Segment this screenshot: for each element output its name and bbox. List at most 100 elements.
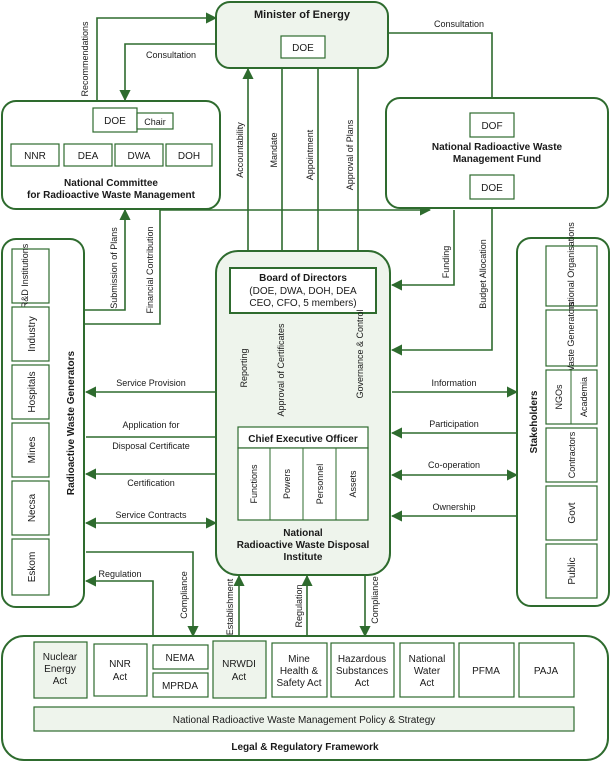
financial-contribution-arrow (84, 204, 432, 325)
svg-text:Act: Act (53, 676, 68, 687)
stakeholder-ngos-academia: NGOs Academia (545, 369, 598, 425)
svg-text:R&D Institutions: R&D Institutions (20, 243, 30, 308)
svg-text:Act: Act (355, 678, 370, 689)
label-appointment: Appointment (305, 129, 315, 180)
generator-rd-institutions: R&D Institutions (11, 243, 50, 308)
act-nrwdi: NRWDI Act (212, 640, 267, 699)
label-compliance-mid: Compliance (370, 576, 380, 624)
svg-text:International Organisations: International Organisations (566, 222, 576, 330)
label-consultation-right: Consultation (434, 19, 484, 29)
svg-text:Water: Water (414, 666, 441, 677)
svg-text:Eskom: Eskom (27, 552, 38, 583)
svg-text:Substances: Substances (336, 666, 388, 677)
label-governance-control: Governance & Control (355, 309, 365, 398)
svg-text:NRWDI: NRWDI (222, 659, 256, 670)
connectors (84, 12, 545, 641)
svg-text:Academia: Academia (579, 377, 589, 417)
svg-text:Mine: Mine (288, 654, 310, 665)
label-disposal-certificate: Disposal Certificate (112, 441, 190, 451)
act-pfma: PFMA (458, 642, 515, 698)
act-nnr: NNR Act (93, 643, 148, 697)
label-mandate: Mandate (269, 132, 279, 167)
svg-text:Industry: Industry (27, 316, 38, 352)
stakeholder-contractors: Contractors (545, 427, 598, 483)
act-mprda: MPRDA (152, 672, 209, 698)
regulation-left-arrow (84, 575, 154, 636)
label-consultation-left: Consultation (146, 50, 196, 60)
compliance-left-arrow (86, 551, 199, 638)
connector-labels: Recommendations Consultation Consultatio… (80, 19, 488, 635)
radioactive-waste-fund: DOF National Radioactive Waste Managemen… (385, 97, 609, 209)
label-approval-plans: Approval of Plans (345, 119, 355, 190)
fund-title-line1: National Radioactive Waste (432, 142, 563, 153)
board-of-directors: Board of Directors (DOE, DWA, DOH, DEA C… (229, 267, 377, 314)
board-line2: (DOE, DWA, DOH, DEA (249, 286, 357, 297)
svg-text:Health &: Health & (280, 666, 319, 677)
consultation-right-arrow (388, 32, 498, 109)
committee-title-line1: National Committee (64, 178, 158, 189)
svg-text:MPRDA: MPRDA (162, 681, 198, 692)
stakeholder-public: Public (545, 543, 598, 599)
committee-member-doh: DOH (178, 151, 200, 162)
label-budget-allocation: Budget Allocation (478, 239, 488, 309)
svg-text:Act: Act (420, 678, 435, 689)
label-service-contracts: Service Contracts (115, 510, 187, 520)
svg-text:Mines: Mines (27, 437, 38, 464)
svg-text:Act: Act (232, 672, 247, 683)
label-establishment: Establishment (225, 578, 235, 635)
generator-mines: Mines (11, 422, 50, 478)
ceo-powers: Powers (282, 468, 292, 499)
minister-dept: DOE (292, 43, 314, 54)
svg-text:Govt: Govt (567, 502, 578, 523)
act-hazardous-substances: Hazardous Substances Act (330, 642, 395, 698)
svg-text:Contractors: Contractors (567, 431, 577, 478)
fund-doe: DOE (481, 183, 503, 194)
act-national-water: National Water Act (399, 642, 455, 698)
label-certification: Certification (127, 478, 175, 488)
ceo-title: Chief Executive Officer (248, 434, 358, 445)
act-mine-health-safety: Mine Health & Safety Act (271, 642, 328, 698)
label-regulation-mid: Regulation (294, 584, 304, 627)
svg-text:Energy: Energy (44, 664, 76, 675)
svg-text:PAJA: PAJA (534, 666, 559, 677)
institute-line2: Radioactive Waste Disposal (237, 540, 370, 551)
ceo-functions: Functions (249, 464, 259, 504)
generator-necsa: Necsa (11, 480, 50, 536)
budget-allocation-arrow (390, 200, 493, 356)
consultation-left-arrow (119, 43, 216, 102)
svg-text:NNR: NNR (109, 659, 131, 670)
label-financial-contribution: Financial Contribution (145, 226, 155, 313)
board-line3: CEO, CFO, 5 members) (249, 298, 356, 309)
svg-text:Waste Generators: Waste Generators (566, 301, 576, 374)
svg-text:National: National (409, 654, 446, 665)
svg-text:PFMA: PFMA (472, 666, 500, 677)
ceo-assets: Assets (348, 470, 358, 498)
label-funding: Funding (441, 246, 451, 279)
fund-dof: DOF (481, 121, 502, 132)
label-submission-plans: Submission of Plans (109, 227, 119, 309)
submission-plans-arrow (84, 208, 131, 311)
label-cooperation: Co-operation (428, 460, 480, 470)
disposal-institute: Board of Directors (DOE, DWA, DOH, DEA C… (215, 250, 391, 576)
generators-title: Radioactive Waste Generators (66, 351, 77, 496)
svg-text:Act: Act (113, 672, 128, 683)
svg-text:Hazardous: Hazardous (338, 654, 386, 665)
label-application-for: Application for (122, 420, 179, 430)
board-title: Board of Directors (259, 273, 347, 284)
national-committee: DOE Chair NNR DEA DWA DOH National Commi… (1, 100, 221, 210)
label-service-provision: Service Provision (116, 378, 186, 388)
label-recommendations: Recommendations (80, 21, 90, 97)
svg-text:NGOs: NGOs (554, 384, 564, 410)
committee-member-dwa: DWA (128, 151, 151, 162)
recommendations-arrow (96, 12, 218, 100)
institute-line3: Institute (284, 552, 323, 563)
label-reporting: Reporting (239, 348, 249, 387)
generator-hospitals: Hospitals (11, 364, 50, 420)
waste-generators: Radioactive Waste Generators R&D Institu… (1, 238, 85, 608)
stakeholder-govt: Govt (545, 485, 598, 541)
generator-industry: Industry (11, 306, 50, 362)
label-approval-certificates: Approval of Certificates (276, 323, 286, 417)
svg-text:National Radioactive Waste Man: National Radioactive Waste Management Po… (173, 715, 436, 726)
act-nuclear-energy: Nuclear Energy Act (33, 641, 88, 699)
